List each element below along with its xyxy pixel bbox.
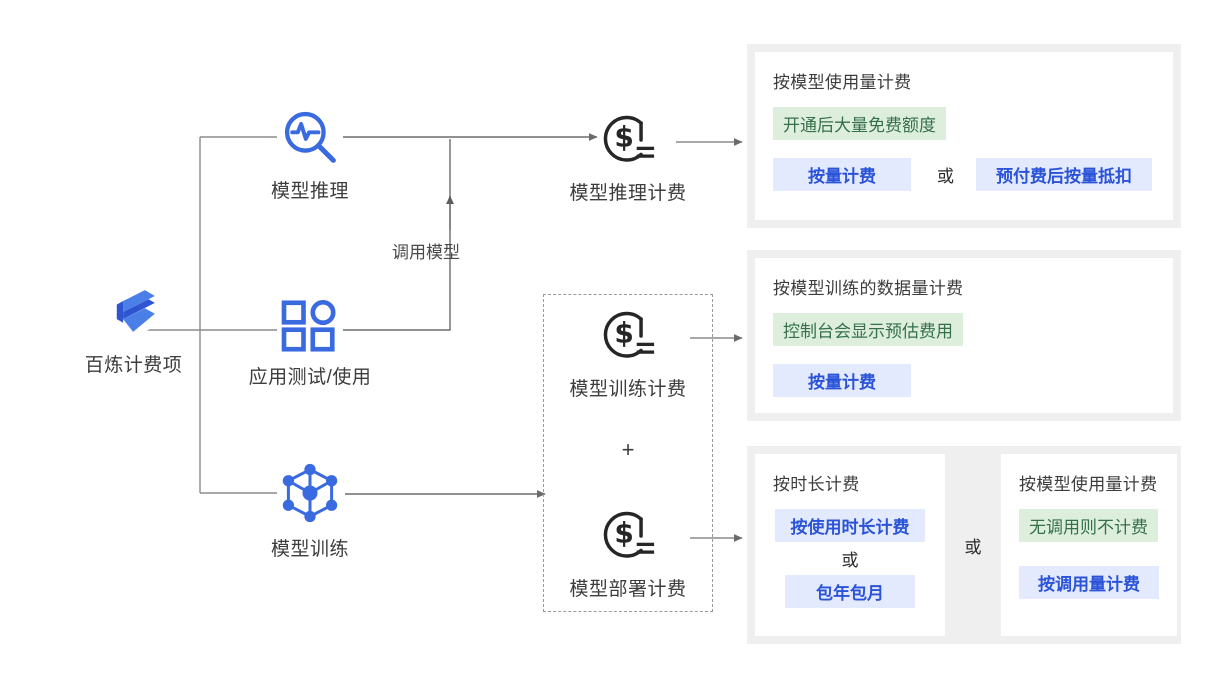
tag-no-call-no-charge[interactable]: 无调用则不计费 — [1019, 509, 1158, 542]
tag-prepaid-deduction[interactable]: 预付费后按量抵扣 — [976, 158, 1152, 191]
panel-inference-green-row: 开通后大量免费额度 — [773, 107, 1155, 140]
panel-inference-blue-row: 按量计费 或 预付费后按量抵扣 — [773, 158, 1155, 191]
svg-text:$: $ — [614, 517, 634, 550]
dollar-coin-icon: $ — [597, 306, 659, 364]
model-inference-icon — [278, 108, 342, 166]
panel-title-deploy-duration: 按时长计费 — [773, 475, 860, 494]
edge-label-call-model: 调用模型 — [392, 243, 460, 262]
node-label-inference-cost: 模型推理计费 — [569, 183, 687, 204]
panel-training-billing-inner: 按模型训练的数据量计费 控制台会显示预估费用 按量计费 — [755, 258, 1173, 413]
tag-pay-as-you-go[interactable]: 按量计费 — [773, 158, 911, 191]
node-app-test: 应用测试/使用 — [228, 300, 392, 389]
node-training-cost: $ 模型训练计费 — [557, 306, 699, 401]
deploy-duration-options: 按使用时长计费 或 包年包月 — [773, 509, 927, 608]
tag-bill-by-call-volume[interactable]: 按调用量计费 — [1019, 566, 1159, 599]
panel-training-billing: 按模型训练的数据量计费 控制台会显示预估费用 按量计费 — [747, 250, 1181, 421]
panel-title-inference-billing: 按模型使用量计费 — [773, 73, 912, 92]
node-label-app-test: 应用测试/使用 — [248, 367, 372, 388]
plus-symbol: + — [621, 437, 635, 462]
panel-training-green-row: 控制台会显示预估费用 — [773, 313, 1155, 346]
node-label-bailian-root: 百炼计费项 — [84, 355, 183, 376]
or-separator-inference: 或 — [937, 167, 954, 186]
panel-inference-billing-inner: 按模型使用量计费 开通后大量免费额度 按量计费 或 预付费后按量抵扣 — [755, 52, 1173, 220]
node-label-model-inference: 模型推理 — [270, 181, 349, 202]
panel-title-training-billing: 按模型训练的数据量计费 — [773, 279, 964, 298]
node-label-model-training: 模型训练 — [270, 539, 349, 560]
tag-bill-by-duration[interactable]: 按使用时长计费 — [775, 509, 925, 542]
panel-deploy-green-row: 无调用则不计费 — [1019, 509, 1159, 542]
dashed-group-training-deploy — [543, 294, 713, 612]
panel-title-deploy-usage: 按模型使用量计费 — [1019, 475, 1158, 494]
panel-deploy-duration: 按时长计费 按使用时长计费 或 包年包月 — [755, 454, 945, 636]
dollar-coin-icon: $ — [597, 506, 659, 564]
node-label-training-cost: 模型训练计费 — [569, 379, 687, 400]
dollar-coin-icon: $ — [597, 110, 659, 168]
node-model-training: 模型训练 — [246, 462, 374, 561]
node-label-deploy-cost: 模型部署计费 — [569, 579, 687, 600]
model-training-icon — [279, 462, 341, 524]
tag-subscription[interactable]: 包年包月 — [785, 575, 915, 608]
svg-text:$: $ — [614, 121, 634, 154]
svg-text:$: $ — [614, 317, 634, 350]
or-separator-deploy-panels: 或 — [953, 454, 993, 636]
bailian-logo-icon — [105, 282, 163, 340]
panel-inference-billing: 按模型使用量计费 开通后大量免费额度 按量计费 或 预付费后按量抵扣 — [747, 44, 1181, 228]
tag-free-quota[interactable]: 开通后大量免费额度 — [773, 107, 946, 140]
panel-deploy-blue-row: 按调用量计费 — [1019, 566, 1159, 599]
panel-deploy-usage: 按模型使用量计费 无调用则不计费 按调用量计费 — [1001, 454, 1177, 636]
node-bailian-root: 百炼计费项 — [56, 282, 211, 377]
node-inference-cost: $ 模型推理计费 — [557, 110, 699, 205]
tag-console-estimate[interactable]: 控制台会显示预估费用 — [773, 313, 963, 346]
panel-deploy-billing: 按时长计费 按使用时长计费 或 包年包月 或 按模型使用量计费 无调用则不计费 … — [747, 446, 1181, 644]
app-grid-icon — [281, 300, 339, 352]
panel-training-blue-row: 按量计费 — [773, 364, 1155, 397]
or-separator-duration: 或 — [841, 551, 859, 570]
node-model-inference: 模型推理 — [240, 108, 380, 203]
node-deploy-cost: $ 模型部署计费 — [557, 506, 699, 601]
tag-pay-as-you-go[interactable]: 按量计费 — [773, 364, 911, 397]
